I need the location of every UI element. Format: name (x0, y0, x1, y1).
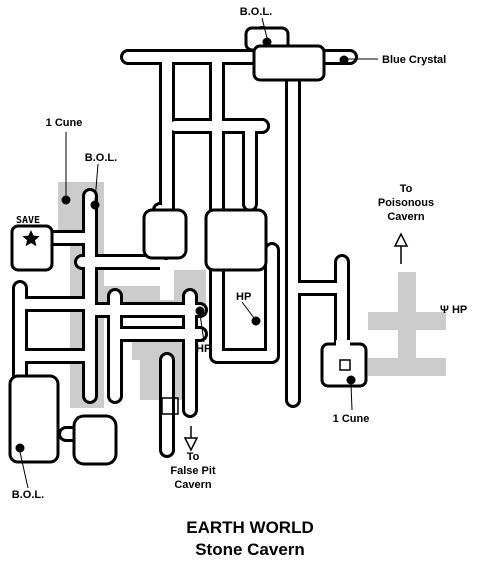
label-psi-hp: Ψ HP (440, 304, 467, 316)
star-icon (22, 230, 40, 247)
exit-arrows (183, 232, 409, 452)
label-cune-left: 1 Cune (46, 117, 83, 129)
label-to-poisonous-2: Poisonous (378, 197, 434, 209)
cune-right-dot-icon (346, 375, 356, 385)
blue-crystal-dot-icon (339, 55, 349, 65)
label-to-poisonous-3: Cavern (387, 211, 425, 223)
label-cune-right: 1 Cune (333, 413, 370, 425)
center-room (142, 208, 188, 260)
cune-left-dot-icon (61, 195, 71, 205)
label-bol-top: B.O.L. (240, 6, 272, 18)
label-to-false-pit-1: To (187, 451, 200, 463)
side-room (72, 414, 118, 466)
pit-square (161, 397, 179, 415)
bol-top-dot-icon (262, 37, 272, 47)
label-to-false-pit-2: False Pit (170, 465, 216, 477)
label-blue-crystal: Blue Crystal (382, 54, 446, 66)
bol-bottom-dot-icon (15, 443, 25, 453)
hp-upper-dot-icon (251, 316, 261, 326)
bol-left-dot-icon (90, 200, 100, 210)
label-bol-bottom: B.O.L. (12, 489, 44, 501)
item-markers (15, 37, 356, 453)
label-hp-lower: HP (196, 343, 211, 355)
hp-lower-dot-icon (195, 306, 205, 316)
cune-square (339, 359, 351, 371)
label-to-poisonous-1: To (400, 183, 413, 195)
label-bol-left: B.O.L. (85, 152, 117, 164)
label-save: SAVE (16, 215, 40, 226)
room-openings (160, 260, 350, 350)
map-subtitle: Stone Cavern (195, 540, 305, 559)
hp-upper-room (204, 208, 268, 272)
pointer-lines (19, 17, 378, 489)
rooms (8, 26, 368, 466)
label-to-false-pit-3: Cavern (174, 479, 212, 491)
arrow-down-icon (183, 437, 199, 452)
save-room (10, 224, 54, 272)
map-title: EARTH WORLD (186, 518, 313, 537)
arrow-up-icon (393, 232, 409, 247)
label-hp-upper: HP (236, 291, 251, 303)
bol-bottom-room (8, 374, 60, 464)
crystal-junction-room (252, 44, 326, 82)
